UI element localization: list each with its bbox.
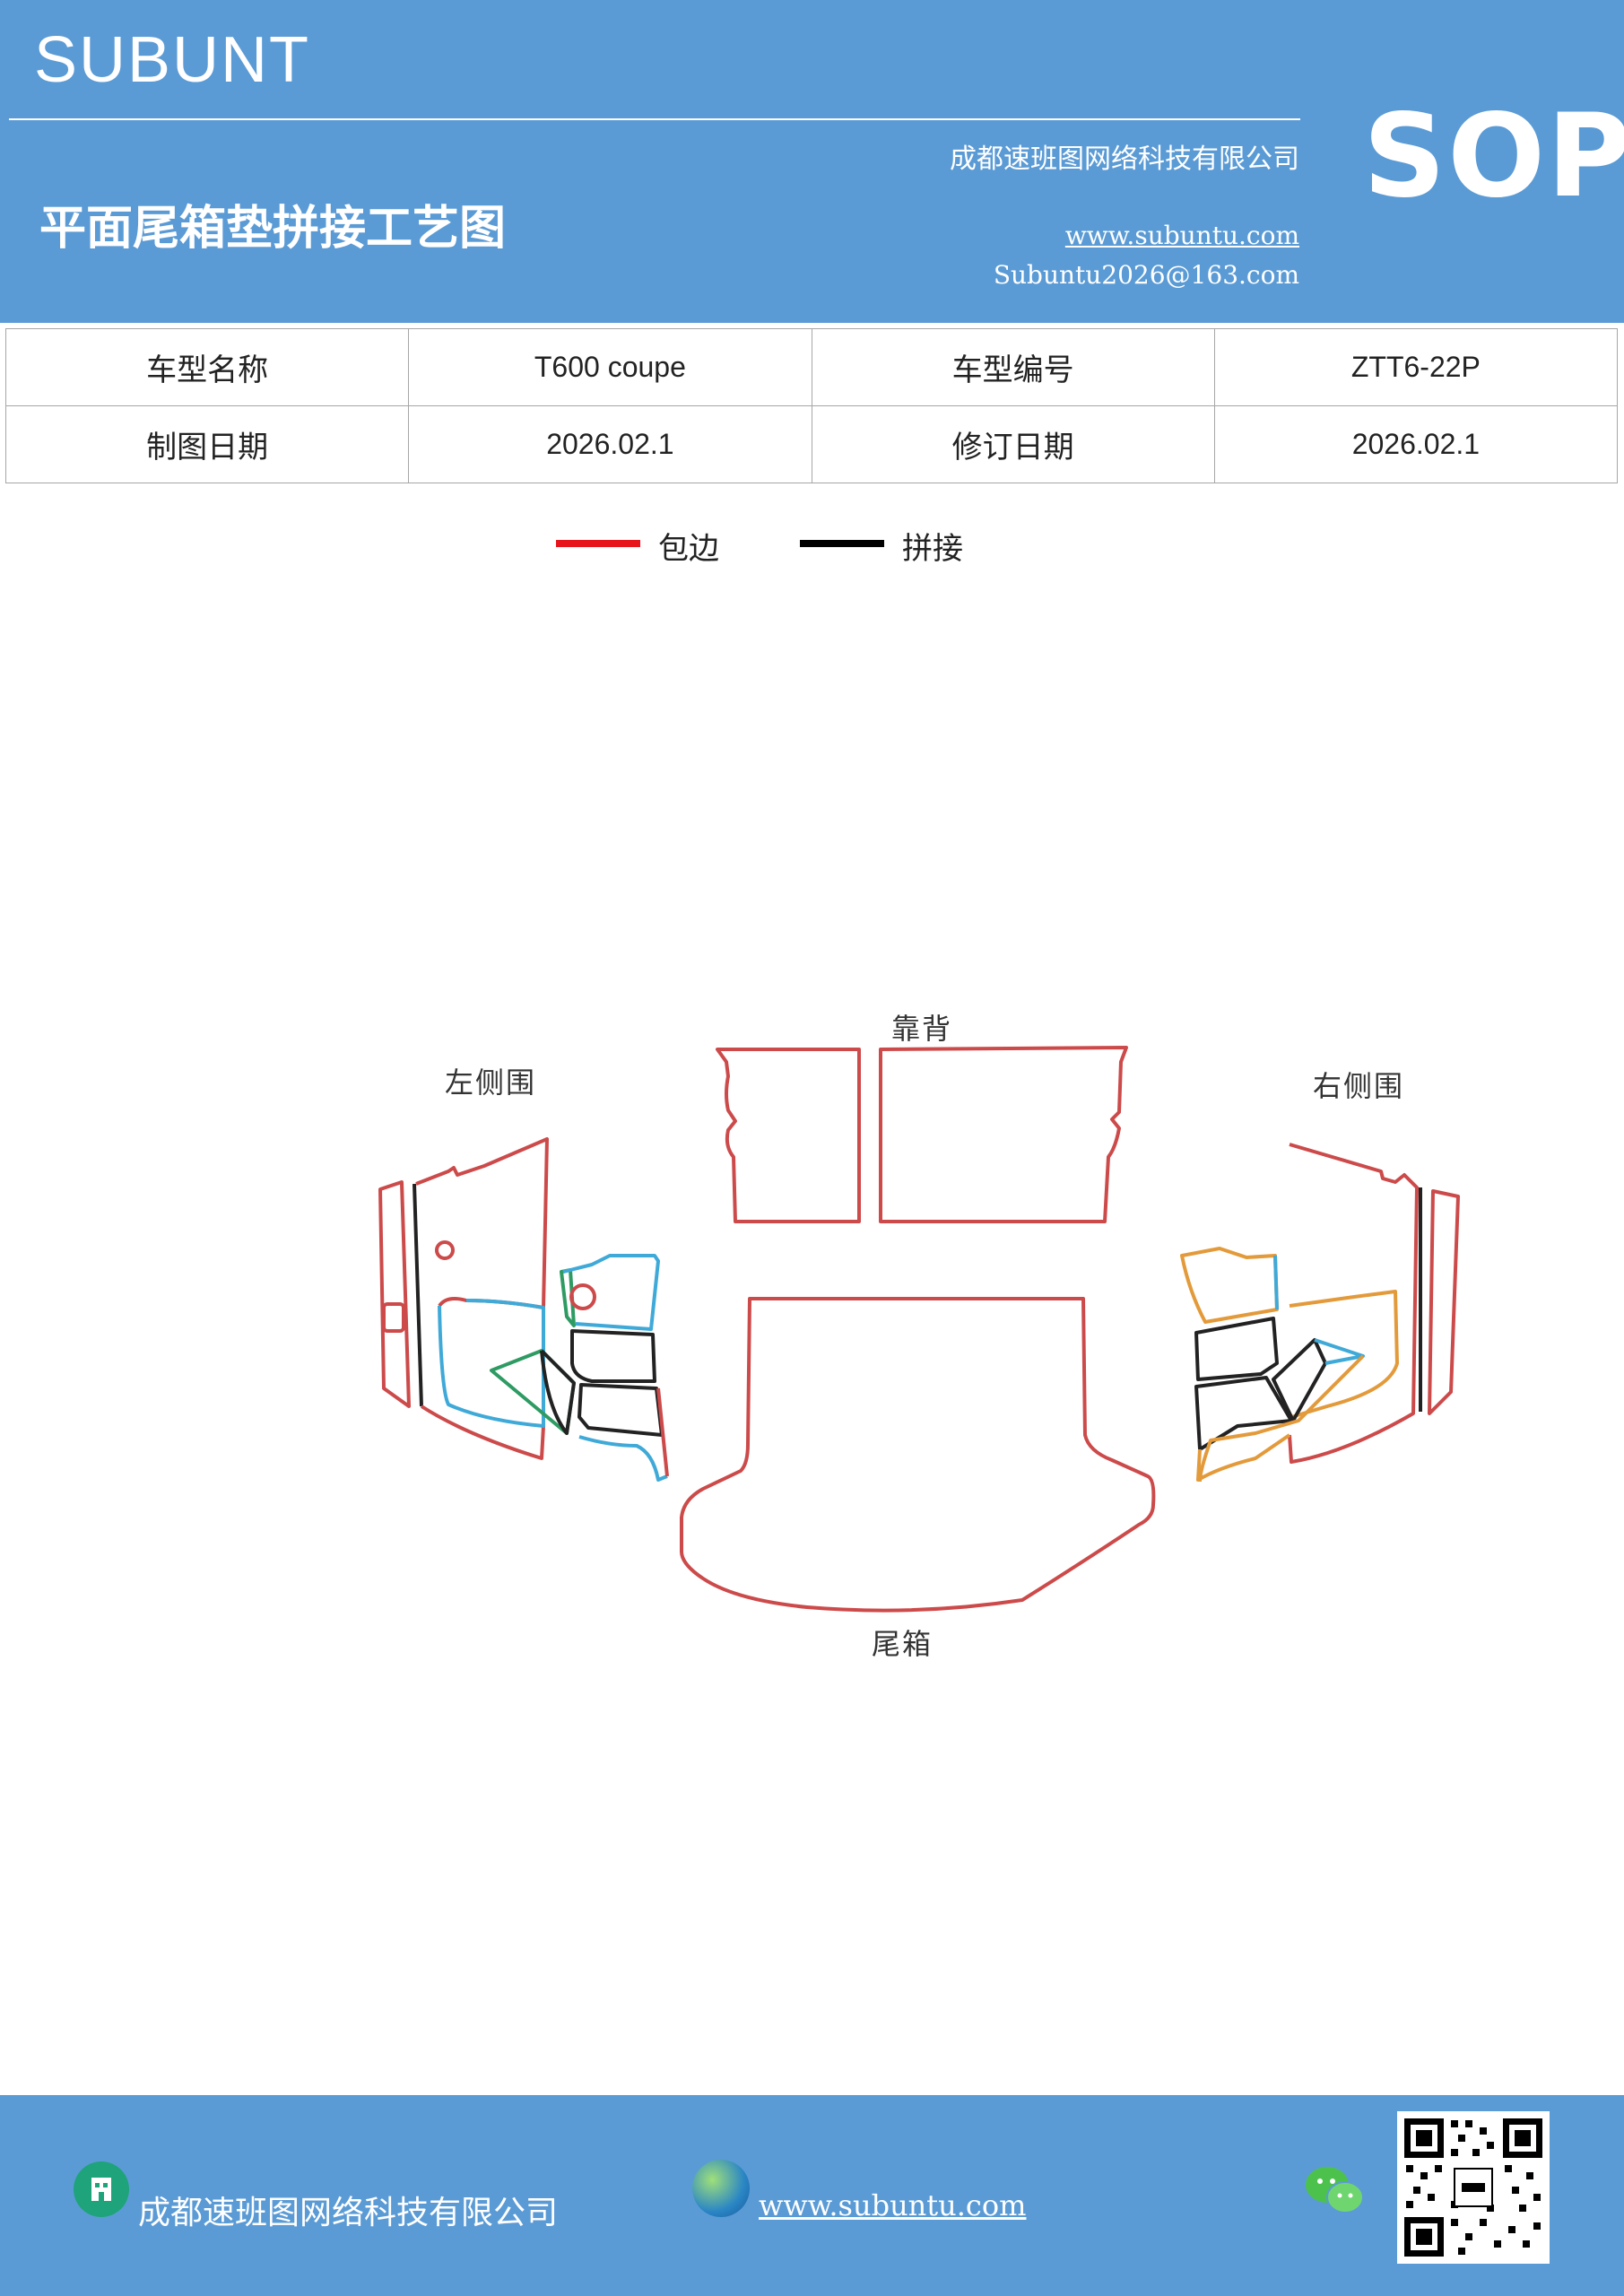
left-splice-piece-1 — [570, 1329, 656, 1383]
left-main-panel — [415, 1137, 549, 1309]
legend: 包边 拼接 — [0, 522, 1624, 576]
qr-code — [1397, 2111, 1550, 2264]
document-title: 平面尾箱垫拼接工艺图 — [39, 201, 507, 256]
model-name-label: 车型名称 — [4, 328, 410, 406]
left-splice-piece-2 — [578, 1383, 664, 1437]
draw-date-label: 制图日期 — [4, 405, 410, 483]
splice-legend-swatch — [800, 540, 884, 547]
header-banner: SUBUNT 成都速班图网络科技有限公司 SOP 平面尾箱垫拼接工艺图 www.… — [0, 0, 1624, 323]
table-row: 车型名称 T600 coupe 车型编号 ZTT6-22P — [4, 328, 1619, 406]
mat-outline-drawing — [378, 1046, 1460, 1613]
trunk-floor-panel — [680, 1297, 1156, 1613]
globe-icon — [692, 2160, 750, 2217]
wechat-icon — [1304, 2163, 1367, 2217]
trunk-label: 尾箱 — [872, 1627, 934, 1661]
left-splice-wedge — [540, 1349, 576, 1435]
left-outer-strip — [378, 1180, 411, 1408]
right-orange-wedge — [1198, 1354, 1365, 1483]
left-blue-bottom — [578, 1435, 668, 1482]
mat-layout-diagram: 靠背 左侧围 右侧围 尾箱 — [0, 969, 1624, 1686]
left-lower-edge — [420, 1405, 545, 1460]
model-code-value: ZTT6-22P — [1213, 328, 1619, 406]
left-red-tail — [656, 1387, 669, 1477]
footer-company-name: 成都速班图网络科技有限公司 — [138, 2195, 559, 2231]
building-icon — [74, 2161, 129, 2217]
vehicle-info-table: 车型名称 T600 coupe 车型编号 ZTT6-22P 制图日期 2026.… — [4, 328, 1619, 483]
model-code-label: 车型编号 — [811, 328, 1215, 406]
left-side-label: 左侧围 — [445, 1065, 537, 1100]
left-bolt-hole — [435, 1240, 455, 1260]
company-name: 成都速班图网络科技有限公司 — [950, 144, 1299, 175]
footer-website-link[interactable]: www.subuntu.com — [759, 2188, 1027, 2222]
left-splice-bar — [413, 1183, 423, 1407]
model-name-value: T600 coupe — [408, 328, 812, 406]
email-address: Subuntu2026@163.com — [993, 260, 1299, 290]
left-strip-tab — [382, 1302, 405, 1333]
website-link[interactable]: www.subuntu.com — [1064, 221, 1299, 250]
right-side-label: 右侧围 — [1313, 1069, 1405, 1103]
header-divider — [9, 118, 1300, 120]
revise-date-label: 修订日期 — [811, 405, 1215, 483]
footer-banner: 成都速班图网络科技有限公司 www.subuntu.com — [0, 2095, 1624, 2296]
right-orange-bottom — [1196, 1433, 1291, 1482]
draw-date-value: 2026.02.1 — [408, 405, 812, 483]
table-row: 制图日期 2026.02.1 修订日期 2026.02.1 — [4, 405, 1619, 483]
edge-legend-swatch — [556, 540, 640, 547]
edge-legend-label: 包边 — [658, 531, 719, 567]
left-top-hole — [569, 1283, 596, 1310]
right-splice-piece-1 — [1194, 1317, 1279, 1381]
right-blue-top-edge — [1273, 1255, 1279, 1310]
brand-name: SUBUNT — [34, 24, 311, 96]
sop-badge: SOP — [1363, 90, 1624, 223]
right-main-panel — [1288, 1143, 1419, 1464]
backrest-right-panel — [879, 1046, 1128, 1223]
left-blue-top-piece — [562, 1254, 660, 1331]
right-orange-panel — [1289, 1290, 1399, 1419]
backrest-left-panel — [716, 1048, 861, 1223]
left-blue-panel — [438, 1299, 545, 1428]
right-orange-top — [1180, 1247, 1279, 1324]
splice-legend-label: 拼接 — [902, 531, 963, 567]
revise-date-value: 2026.02.1 — [1213, 405, 1619, 483]
right-outer-strip — [1428, 1189, 1460, 1415]
right-splice-piece-2 — [1194, 1376, 1293, 1451]
backrest-label: 靠背 — [891, 1012, 953, 1046]
